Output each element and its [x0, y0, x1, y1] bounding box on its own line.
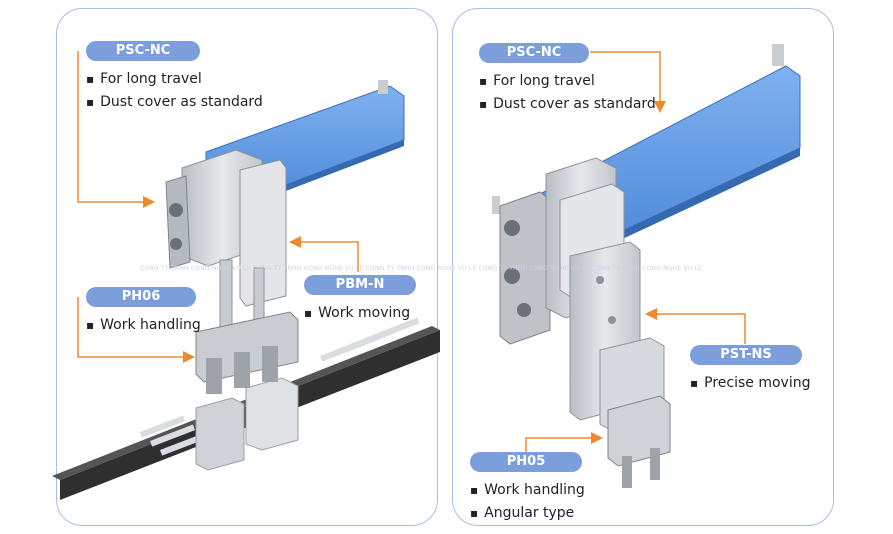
callout-title-psc-nc-right: PSC-NC: [479, 43, 589, 63]
carriage-block-left: [165, 149, 287, 333]
leader-ph05: [525, 432, 603, 452]
callout-title-pst-ns: PST-NS: [690, 345, 802, 365]
bullet-item: Work handling: [470, 479, 585, 502]
callout-title-pbm-n: PBM-N: [304, 275, 416, 295]
callout-bullets-ph05: Work handling Angular type: [470, 479, 585, 525]
callout-title-psc-nc-left: PSC-NC: [86, 41, 200, 61]
ph06-gripper: [195, 311, 299, 394]
bullet-item: For long travel: [479, 70, 656, 93]
callout-bullets-pst-ns: Precise moving: [690, 372, 810, 395]
bullet-item: Dust cover as standard: [86, 91, 263, 114]
leader-ph06: [77, 297, 195, 363]
callout-bullets-psc-nc-right: For long travel Dust cover as standard: [479, 70, 656, 116]
bullet-item: Work handling: [86, 314, 201, 337]
watermark-text: CÔNG TY TNHH CÔNG NGHỆ VŨ LÊ CÔNG TY TNH…: [140, 265, 703, 272]
callout-bullets-ph06: Work handling: [86, 314, 201, 337]
leader-pbm-n: [289, 236, 359, 272]
leader-pst-ns: [645, 308, 746, 344]
callout-bullets-psc-nc-left: For long travel Dust cover as standard: [86, 68, 263, 114]
bullet-item: For long travel: [86, 68, 263, 91]
bullet-item: Precise moving: [690, 372, 810, 395]
workpiece-blocks: [195, 377, 299, 471]
callout-bullets-pbm-n: Work moving: [304, 302, 410, 325]
bullet-item: Dust cover as standard: [479, 93, 656, 116]
leader-psc-nc-left: [77, 51, 155, 208]
ph05-gripper: [607, 395, 671, 488]
bullet-item: Work moving: [304, 302, 410, 325]
callout-title-ph05: PH05: [470, 452, 582, 472]
callout-title-ph06: PH06: [86, 287, 196, 307]
bullet-item: Angular type: [470, 502, 585, 525]
leader-psc-nc-right: [590, 51, 666, 113]
